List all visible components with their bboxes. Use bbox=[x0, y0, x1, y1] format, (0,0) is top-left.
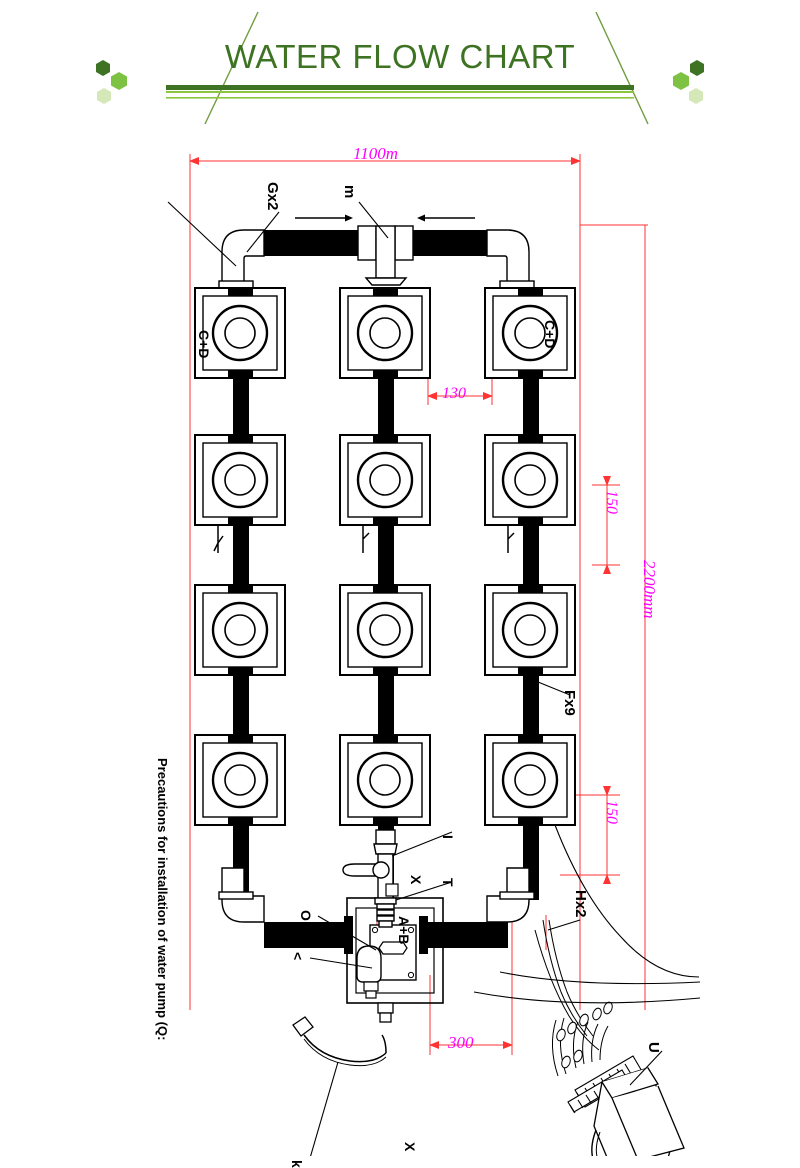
drain-hose-edge bbox=[303, 1038, 387, 1067]
header-slash-right bbox=[595, 11, 649, 125]
header-decoration bbox=[96, 11, 704, 125]
header-rules bbox=[166, 85, 634, 99]
elbow-bottom-right bbox=[486, 867, 535, 923]
module-r1c2 bbox=[339, 287, 431, 379]
elbow-bottom-left bbox=[218, 867, 265, 923]
dim-label-150-lower: 150 bbox=[603, 800, 620, 824]
callout-label-i-upper: I bbox=[440, 835, 456, 839]
hex-cluster-left bbox=[96, 60, 127, 104]
side-note-precautions: Precautions for installation of water pu… bbox=[155, 758, 170, 1041]
lower-hoses bbox=[292, 1016, 387, 1067]
dim-label-130: 130 bbox=[442, 385, 466, 402]
module-r1c1 bbox=[194, 287, 286, 379]
callout-label-v: < bbox=[290, 952, 306, 961]
wire-connectors bbox=[556, 1001, 613, 1069]
module-r4c2 bbox=[339, 734, 431, 826]
module-r3c1 bbox=[194, 584, 286, 676]
callout-label-o: O bbox=[298, 910, 314, 921]
module-r2c1 bbox=[194, 434, 286, 526]
diagram-svg bbox=[167, 154, 701, 1168]
callout-leaders bbox=[167, 201, 701, 1166]
callout-label-x-lower: X bbox=[402, 1142, 418, 1152]
tee-top-center bbox=[357, 225, 414, 286]
dim-label-150-upper: 150 bbox=[603, 490, 620, 514]
pipe-top-left bbox=[264, 230, 358, 256]
callout-label-cd-left: C+D bbox=[196, 330, 212, 359]
module-r3c2 bbox=[339, 584, 431, 676]
collar-left bbox=[344, 916, 353, 954]
riser-pipe bbox=[373, 829, 398, 928]
pipe-bottom-left bbox=[264, 922, 344, 948]
callout-label-x: X bbox=[408, 875, 424, 885]
dim-label-overall-height: 2200mm bbox=[640, 560, 659, 619]
hex-cluster-right bbox=[673, 60, 704, 104]
drain-hose bbox=[303, 1034, 387, 1063]
flow-ticks bbox=[213, 525, 515, 553]
elbow-top-right bbox=[485, 229, 549, 296]
header-slash-left bbox=[204, 11, 259, 125]
module-r3c3 bbox=[484, 584, 576, 676]
callout-label-t: T bbox=[440, 878, 456, 887]
pump-outlet bbox=[377, 1002, 394, 1023]
hose-fitting-k bbox=[292, 1016, 314, 1037]
dim-label-300: 300 bbox=[448, 1033, 474, 1052]
power-adapter bbox=[591, 1067, 685, 1168]
module-r2c3 bbox=[484, 434, 576, 526]
callout-label-cd-right: C+D bbox=[542, 320, 558, 349]
callout-label-u: U bbox=[645, 1042, 662, 1053]
bottom-manifold bbox=[218, 867, 535, 954]
module-r2c2 bbox=[339, 434, 431, 526]
valve-handle bbox=[342, 861, 390, 879]
callout-label-hx2: Hx2 bbox=[572, 890, 589, 918]
callout-label-k: k bbox=[289, 1160, 305, 1168]
module-r4c3 bbox=[484, 734, 576, 826]
module-r4c1 bbox=[194, 734, 286, 826]
pump-assembly bbox=[342, 829, 444, 1023]
callout-label-fx9: Fx9 bbox=[561, 690, 578, 716]
callout-label-gx2: Gx2 bbox=[264, 182, 281, 211]
top-manifold bbox=[204, 214, 549, 296]
module-grid bbox=[194, 287, 576, 900]
dim-label-overall-width: 1100m bbox=[353, 144, 399, 163]
page-title: WATER FLOW CHART bbox=[224, 38, 576, 75]
callout-label-ab: A+B bbox=[396, 916, 412, 945]
callout-label-m: m bbox=[341, 185, 358, 199]
page-header: WATER FLOW CHART bbox=[0, 0, 800, 130]
flow-arrow-top bbox=[295, 214, 475, 222]
module-r1c3 bbox=[484, 287, 576, 379]
collar-right bbox=[419, 916, 428, 954]
pipe-bottom-right bbox=[428, 922, 508, 948]
water-flow-diagram: 1100m 130 150 2200mm 150 300 Gx2 m C+D C… bbox=[0, 130, 800, 1168]
dimension-lines bbox=[189, 154, 648, 1055]
